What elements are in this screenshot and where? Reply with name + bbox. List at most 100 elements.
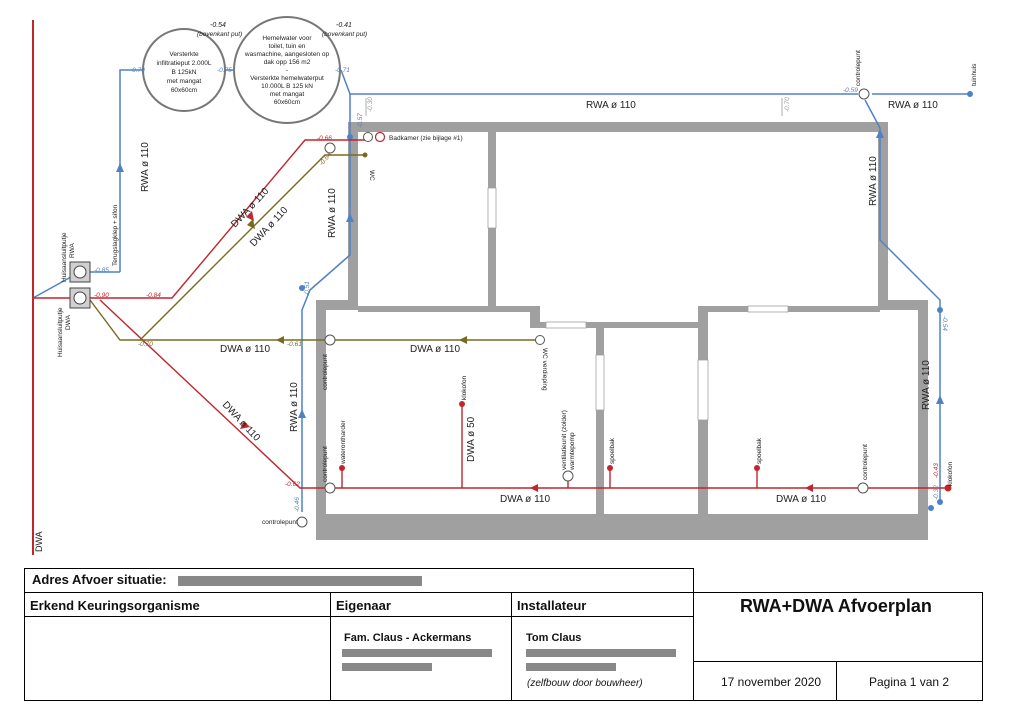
dwa-olive-arrows — [247, 219, 467, 344]
eigenaar-header: Eigenaar — [336, 598, 391, 613]
svg-text:infiltratieput 2.000L: infiltratieput 2.000L — [157, 60, 212, 67]
building-walls — [316, 122, 928, 540]
huisaansluit-dwa-2: DWA — [65, 314, 72, 330]
rwa-label-top: RWA ø 110 — [586, 100, 636, 111]
controlepunt-mid: controlepunt — [322, 354, 329, 390]
svg-text:Versterkte: Versterkte — [169, 51, 199, 58]
svg-text:-0.51: -0.51 — [304, 281, 311, 296]
badkamer-label: Badkamer (zie bijlage #1) — [389, 135, 463, 142]
svg-text:met mangat: met mangat — [270, 91, 305, 98]
levels: -0.79 -0.75 -0.71 -0.59 -0.57 -0.85 -0.5… — [94, 67, 948, 512]
dwa-label-bottom2: DWA ø 110 — [776, 494, 826, 505]
svg-text:-0.59: -0.59 — [843, 87, 858, 94]
svg-text:-0.75: -0.75 — [217, 67, 232, 74]
dwa-label-bottom1: DWA ø 110 — [500, 494, 550, 505]
plan-date: 17 november 2020 — [721, 675, 822, 689]
warmtepomp-label: warmtepomp — [569, 432, 576, 471]
svg-text:-0.46: -0.46 — [294, 497, 301, 512]
svg-text:-0.66: -0.66 — [317, 135, 332, 142]
svg-text:-0.90: -0.90 — [94, 292, 109, 299]
svg-text:-0.79: -0.79 — [130, 67, 145, 74]
huisaansluit-rwa-2: RWA — [69, 243, 76, 258]
rainwater-well — [233, 16, 341, 124]
svg-text:60x60cm: 60x60cm — [171, 87, 197, 94]
svg-text:-0.57: -0.57 — [357, 113, 364, 128]
wall-openings — [487, 187, 789, 421]
wc-verdieping-label: WC verdieping — [541, 348, 548, 391]
tuinhuis-label: tuinhuis — [971, 63, 978, 86]
controlepunt-right: controlepunt — [862, 444, 869, 480]
installer-note: (zelfbouw door bouwheer) — [527, 678, 643, 689]
house-connection-rwa — [69, 261, 91, 283]
huisaansluit-rwa-1: Huisaansluitputje — [61, 232, 68, 282]
dwa50-label: DWA ø 50 — [466, 416, 477, 462]
controlepunt-bottom: controlepunt — [262, 519, 298, 526]
level-markers — [365, 98, 783, 116]
rwa-label-right: RWA ø 110 — [868, 156, 879, 206]
svg-text:toilet, tuin en: toilet, tuin en — [269, 43, 306, 50]
rwa-label-mid: RWA ø 110 — [327, 188, 338, 238]
klokofon-label: klokofon — [461, 375, 468, 400]
owner-redacted-2 — [342, 663, 432, 671]
house-connection-dwa — [69, 287, 91, 309]
svg-text:-0.71: -0.71 — [335, 67, 350, 74]
address-label: Adres Afvoer situatie: — [32, 572, 167, 587]
svg-text:-0.30: -0.30 — [367, 97, 374, 112]
rainwater-level: -0.41 — [336, 22, 352, 29]
installateur-header: Installateur — [517, 598, 587, 613]
dwa-label-olive1: DWA ø 110 — [220, 344, 270, 355]
svg-text:-0.70: -0.70 — [138, 341, 153, 348]
waterontharder-label: waterontharder — [340, 419, 347, 465]
svg-text:-0.54: -0.54 — [941, 316, 948, 331]
wc-label: WC — [368, 170, 375, 181]
spoelbak2-label: spoelbak — [756, 437, 763, 464]
owner-name: Fam. Claus - Ackermans — [344, 632, 472, 644]
terugslagklep-label: Terugslagklep + sifon — [112, 204, 119, 266]
rainwater-note: (bovenkant put) — [322, 31, 367, 38]
dwa-label-diag3: DWA ø 110 — [220, 400, 262, 444]
pipe-labels: RWA ø 110 RWA ø 110 RWA ø 110 RWA ø 110 … — [140, 100, 938, 505]
controlepunt-top: controlepunt — [855, 50, 862, 86]
dwa-red-pipes — [33, 139, 945, 489]
wc-node — [362, 152, 368, 158]
installer-redacted-1 — [526, 649, 676, 657]
installer-name: Tom Claus — [526, 632, 582, 644]
dwa-red-nodes — [339, 401, 952, 492]
infiltration-level: -0.54 — [210, 22, 226, 29]
svg-text:B 125kN: B 125kN — [172, 69, 197, 76]
rwa-label-left: RWA ø 110 — [140, 142, 151, 192]
svg-text:Hemelwater voor: Hemelwater voor — [262, 35, 312, 42]
owner-redacted-1 — [342, 649, 492, 657]
svg-text:-0.70: -0.70 — [784, 97, 791, 112]
rwa-pipes — [32, 69, 970, 512]
plan-title: RWA+DWA Afvoerplan — [740, 596, 932, 616]
svg-text:60x60cm: 60x60cm — [274, 99, 300, 106]
svg-text:-0.62: -0.62 — [285, 481, 300, 488]
rwa-nodes — [299, 91, 973, 511]
infiltration-well — [142, 28, 226, 112]
levels-red: -0.90 -0.84 -0.66 -0.62 -0.43 — [94, 135, 940, 488]
svg-text:Versterkte hemelwaterput: Versterkte hemelwaterput — [250, 75, 324, 82]
rwa-label-right-lower: RWA ø 110 — [921, 360, 932, 410]
svg-text:10.000L B 125 kN: 10.000L B 125 kN — [261, 83, 313, 90]
dwa-olive-pipes — [89, 154, 537, 341]
dwa-vertical-label: DWA — [34, 531, 44, 552]
page-number: Pagina 1 van 2 — [869, 675, 950, 689]
address-redacted — [178, 576, 422, 586]
installer-redacted-2 — [526, 663, 616, 671]
keuring-header: Erkend Keuringsorganisme — [30, 598, 200, 613]
svg-text:-0.61: -0.61 — [287, 341, 302, 348]
controlepunt-low: controlepunt — [322, 446, 329, 482]
rwa-label-lower: RWA ø 110 — [289, 382, 300, 432]
rainwater-text: Hemelwater voor toilet, tuin en wasmachi… — [244, 35, 330, 106]
svg-text:-0.85: -0.85 — [94, 267, 109, 274]
spoelbak-label: spoelbak — [609, 437, 616, 464]
infiltration-text: Versterkte infiltratieput 2.000L B 125kN… — [157, 51, 212, 94]
svg-text:dak opp 156 m2: dak opp 156 m2 — [264, 59, 311, 66]
svg-text:-0.64: -0.64 — [318, 151, 333, 167]
svg-text:-0.84: -0.84 — [146, 292, 161, 299]
svg-text:-: - — [286, 67, 288, 74]
svg-text:met mangat: met mangat — [167, 78, 202, 85]
annotations: Huisaansluitputje RWA Huisaansluitputje … — [57, 50, 978, 526]
infiltration-note: (bovenkant put) — [197, 31, 242, 38]
